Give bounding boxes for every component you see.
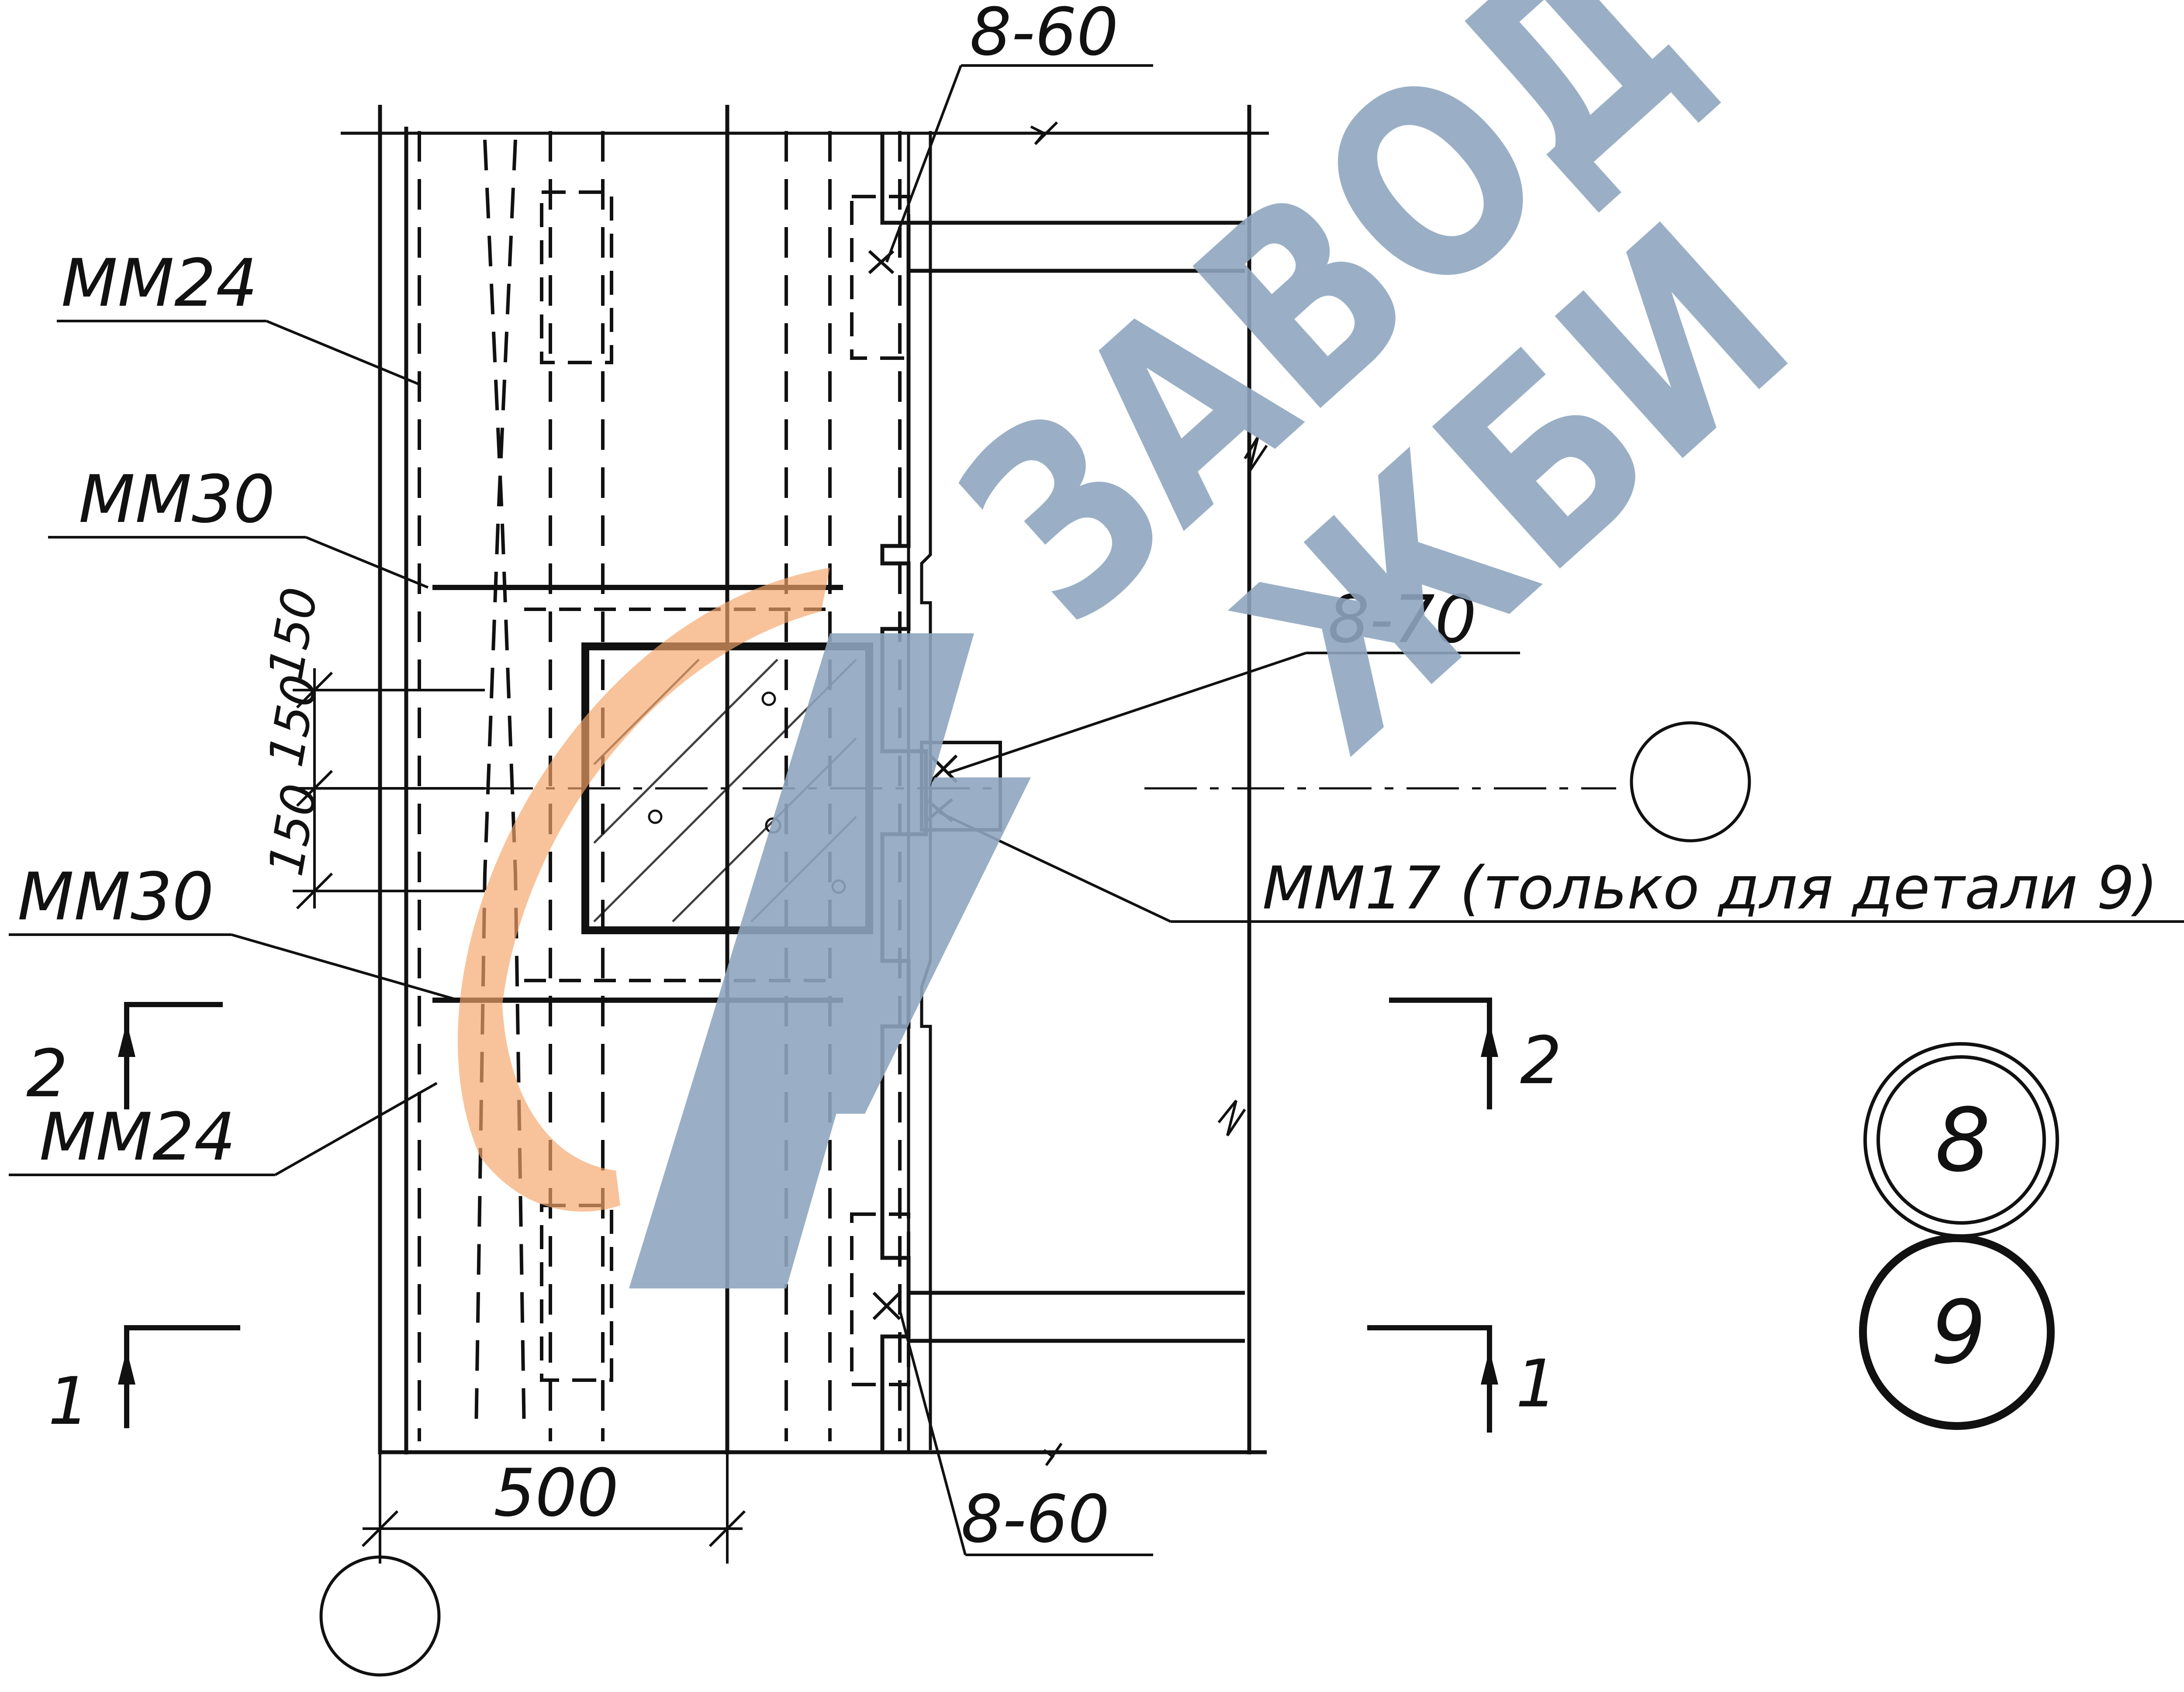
watermark: ЗАВОД ЖБИ — [457, 0, 1844, 1288]
label-mm30-bottom: ММ30 — [17, 859, 214, 935]
label-section-1-right: 1 — [1516, 1346, 1557, 1422]
detail-9-circle — [1859, 1234, 2055, 1430]
label-mm17-note: ММ17 (только для детали 9) — [1262, 854, 2158, 922]
section-markers — [124, 998, 1492, 1433]
label-section-2-right: 2 — [1520, 1023, 1562, 1099]
axis-bubble-right — [1630, 721, 1751, 843]
label-section-1-left: 1 — [48, 1364, 90, 1440]
section-arrows — [118, 1022, 1498, 1385]
watermark-logo-triangle — [629, 633, 1031, 1288]
label-detail-8: 8 — [1935, 1090, 1990, 1191]
label-mm24-bottom: ММ24 — [39, 1099, 236, 1175]
axis-bubble-bottom — [319, 1555, 441, 1677]
label-weld-bottom: 8-60 — [961, 1481, 1109, 1557]
label-weld-mid: 8-70 — [1328, 582, 1476, 658]
vertical-dimension-labels: 150 150 150 — [258, 584, 329, 880]
label-mm30-top: ММ30 — [79, 462, 275, 538]
label-dim-150-middle: 150 — [258, 584, 329, 684]
label-dim-150-upper: 150 — [258, 671, 329, 771]
label-section-2-left: 2 — [26, 1036, 68, 1112]
label-dim-150-lower: 150 — [258, 780, 329, 880]
text-labels: ММ24 ММ30 ММ30 ММ24 8-60 8-70 8-60 ММ17 … — [17, 0, 2158, 1557]
label-dim-500: 500 — [494, 1455, 619, 1531]
dimension-lines — [293, 668, 746, 1564]
leader-lines — [9, 64, 2184, 1556]
embedded-plates-dashed — [540, 190, 910, 1386]
label-weld-top: 8-60 — [970, 0, 1118, 70]
label-detail-9: 9 — [1931, 1282, 1986, 1384]
break-marks — [1030, 121, 1268, 1466]
detail-markers — [1859, 1042, 2059, 1430]
label-mm24-top: ММ24 — [61, 245, 258, 321]
column-outline — [341, 105, 1269, 1454]
axis-circles — [319, 721, 1751, 1677]
watermark-accent-arc — [457, 568, 830, 1212]
